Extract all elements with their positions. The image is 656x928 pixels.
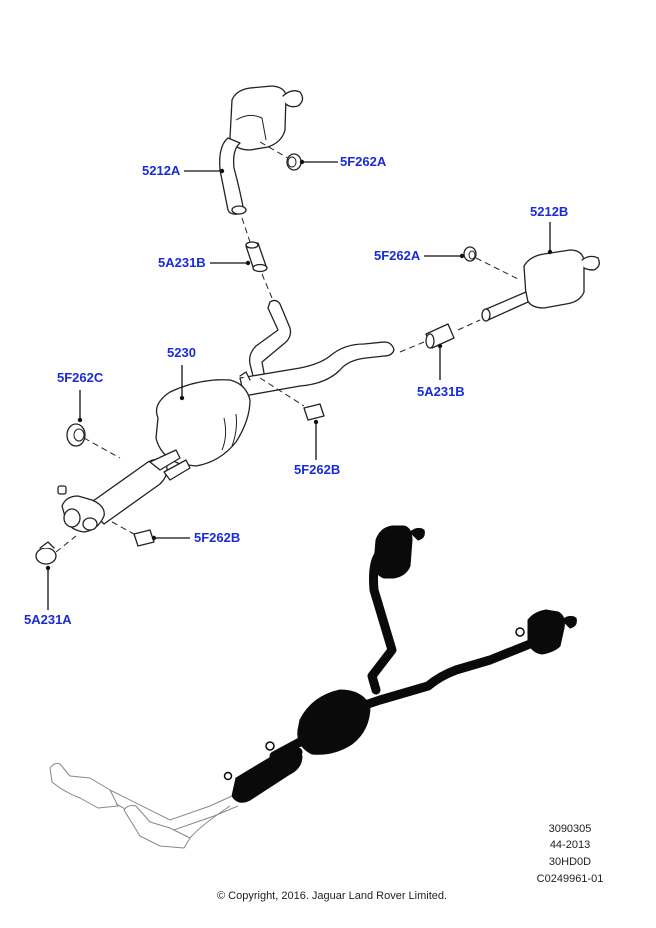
- callout-5a231b-top[interactable]: 5A231B: [158, 255, 206, 270]
- tail-pipe-5212a: [219, 137, 247, 215]
- callout-5212a[interactable]: 5212A: [142, 163, 181, 178]
- callout-5230[interactable]: 5230: [167, 345, 196, 360]
- center-muffler-5230: [155, 371, 251, 467]
- model-code: 30HD0D: [548, 856, 592, 868]
- callout-5212b[interactable]: 5212B: [530, 204, 569, 219]
- sleeve-5a231b-top: [245, 241, 268, 273]
- rear-muffler-right: [523, 249, 600, 309]
- callout-5f262c[interactable]: 5F262C: [57, 370, 104, 385]
- rubber-mount-5f262b-low: [133, 529, 155, 547]
- sleeve-5a231b-right: [425, 323, 455, 349]
- rear-muffler-left: [229, 85, 304, 151]
- y-pipe: [239, 299, 395, 397]
- rubber-mount-5f262a-top: [286, 153, 302, 171]
- flange-joint: [57, 485, 105, 533]
- tail-pipe-5212b: [481, 291, 529, 322]
- illustration-number: 3090305: [548, 823, 592, 835]
- rubber-mount-5f262c: [66, 423, 86, 447]
- rubber-mount-5f262a-right: [463, 246, 477, 262]
- callout-5f262a-top[interactable]: 5F262A: [340, 154, 387, 169]
- copyright-notice: © Copyright, 2016. Jaguar Land Rover Lim…: [217, 890, 448, 902]
- clamp-5a231a: [35, 541, 57, 565]
- callout-5f262b-low[interactable]: 5F262B: [194, 530, 241, 545]
- rubber-mount-5f262b-mid: [303, 403, 325, 421]
- callout-5a231a[interactable]: 5A231A: [24, 612, 72, 627]
- drawing-reference: C0249961-01: [536, 873, 604, 885]
- locator-silhouette: [223, 525, 577, 803]
- callout-5a231b-right[interactable]: 5A231B: [417, 384, 465, 399]
- callout-5f262b-mid[interactable]: 5F262B: [294, 462, 341, 477]
- front-silencer: [85, 449, 191, 525]
- date-code: 44-2013: [549, 839, 591, 851]
- leader-lines: [45, 159, 553, 610]
- callout-5f262a-right[interactable]: 5F262A: [374, 248, 421, 263]
- locator-downpipes-gray: [49, 763, 239, 849]
